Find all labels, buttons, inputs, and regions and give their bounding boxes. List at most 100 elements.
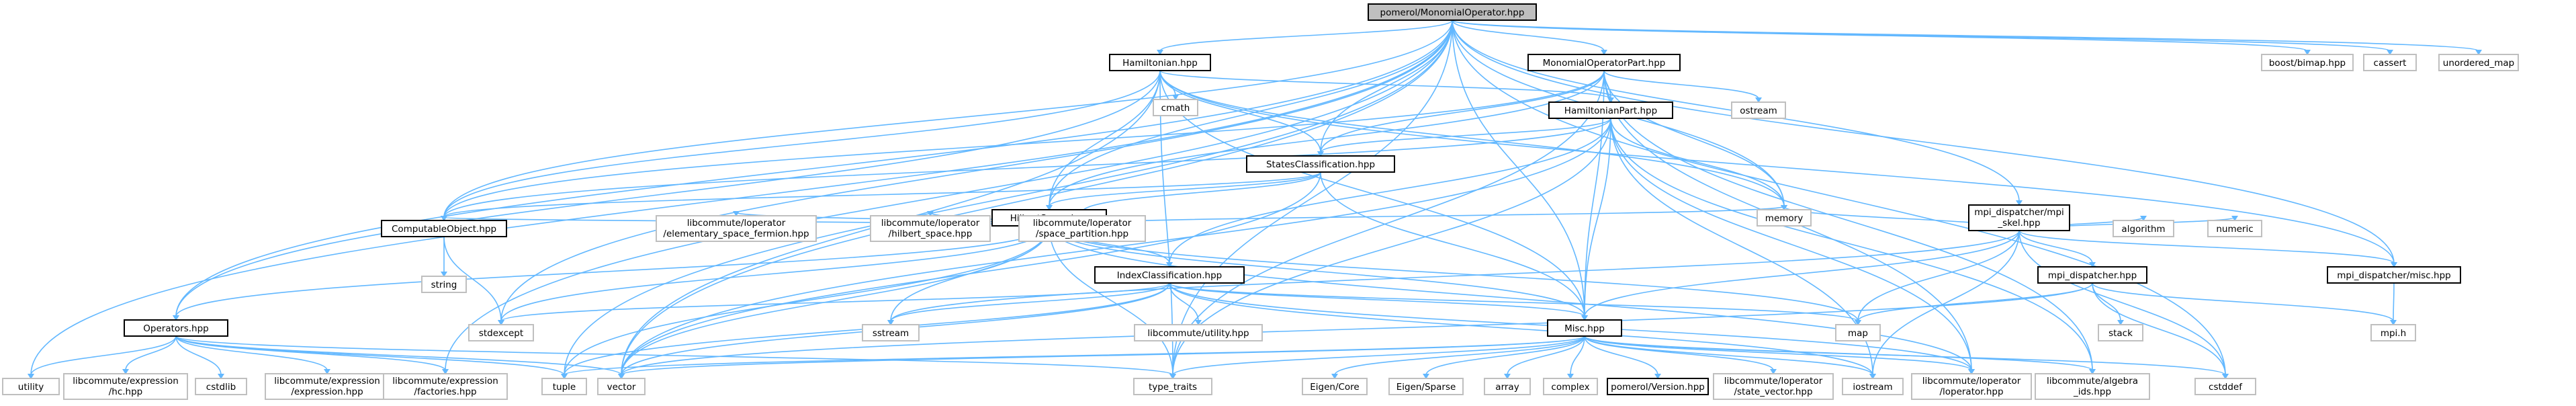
edge-root-to-cstddef: [1452, 19, 2226, 376]
edge-states-to-lc_spart: [1081, 171, 1321, 213]
node-label-eigensparse-line0: Eigen/Sparse: [1396, 382, 1456, 393]
node-mpiskel[interactable]: mpi_dispatcher/mpi_skel.hpp: [1968, 204, 2070, 231]
node-ham[interactable]: Hamiltonian.hpp: [1109, 54, 1211, 71]
node-box-stdexcept: [468, 324, 534, 341]
edge-compobj-to-stdexcept: [443, 236, 502, 322]
arrowhead-root-to-cassert: [2387, 50, 2393, 55]
node-label-ostream-line0: ostream: [1740, 106, 1777, 116]
node-operators[interactable]: Operators.hpp: [124, 319, 228, 337]
node-label-mpiskel-line1: _skel.hpp: [1997, 218, 2040, 229]
edge-misc-to-vector: [621, 335, 1585, 376]
dependency-nodes: pomerol/MonomialOperator.hppHamiltonian.…: [2, 3, 2519, 400]
node-array: array: [1484, 378, 1531, 395]
arrowhead-operators-to-lc_expr: [324, 369, 330, 374]
arrowhead-idxcls-to-sstream: [887, 320, 894, 325]
edge-hilbert-to-stdexcept: [500, 225, 1050, 322]
node-label-version-line0: pomerol/Version.hpp: [1611, 382, 1705, 393]
node-eigensparse: Eigen/Sparse: [1388, 378, 1464, 395]
node-box-cstddef: [2194, 378, 2256, 395]
arrowhead-mpiskel-to-mpidisp: [2089, 262, 2096, 268]
node-label-stack-line0: stack: [2108, 328, 2133, 339]
node-label-lc_lop-line0: libcommute/loperator: [1922, 376, 2021, 387]
node-label-lc_sv-line0: libcommute/loperator: [1724, 376, 1823, 387]
arrowhead-misc-to-lc_lop: [1968, 369, 1975, 374]
node-cstdlib: cstdlib: [195, 378, 247, 395]
node-label-idxcls-line0: IndexClassification.hpp: [1117, 270, 1222, 281]
node-box-lc_sv: [1713, 373, 1834, 400]
edge-hilbert-to-memory: [1049, 206, 1785, 227]
node-label-tuple-line0: tuple: [553, 382, 576, 393]
node-vector: vector: [597, 378, 646, 395]
arrowhead-states-to-hilbert: [1046, 205, 1053, 210]
edge-mpiskel-to-map: [1857, 230, 2020, 322]
node-box-stack: [2098, 324, 2143, 341]
node-box-unordered_map: [2438, 54, 2519, 71]
node-mpidisp[interactable]: mpi_dispatcher.hpp: [2037, 266, 2147, 284]
node-label-lc_expr-line1: /expression.hpp: [291, 387, 363, 397]
edge-mpiskel-to-sstream: [890, 230, 2020, 322]
node-label-mpih-line0: mpi.h: [2381, 328, 2406, 339]
edge-mpidisp-to-map: [1857, 282, 2093, 322]
node-label-lc_fact-line1: /factories.hpp: [414, 387, 476, 397]
arrowhead-operators-to-lc_fact: [442, 369, 449, 374]
node-box-map: [1835, 324, 1881, 341]
node-version[interactable]: pomerol/Version.hpp: [1607, 378, 1709, 395]
edge-hampart-to-memory: [1610, 118, 1785, 207]
edge-hilbert-to-map: [1049, 225, 1859, 322]
edge-mpiskel-to-misc: [1584, 230, 2020, 317]
node-label-lc_alg-line1: _ids.hpp: [2073, 387, 2111, 397]
edge-root-to-utility: [30, 19, 1453, 376]
node-idxcls[interactable]: IndexClassification.hpp: [1094, 266, 1245, 284]
node-box-string: [421, 276, 467, 293]
node-states[interactable]: StatesClassification.hpp: [1246, 155, 1395, 173]
node-mpimisc[interactable]: mpi_dispatcher/misc.hpp: [2327, 266, 2461, 284]
arrowhead-root-to-mop: [1601, 50, 1607, 55]
node-box-lc_expr: [265, 373, 390, 400]
node-label-array-line0: array: [1495, 382, 1519, 393]
node-hampart[interactable]: HamiltonianPart.hpp: [1548, 102, 1673, 119]
edge-operators-to-utility: [30, 335, 177, 376]
arrowhead-root-to-ham: [1157, 50, 1163, 55]
node-lc_sv: libcommute/loperator/state_vector.hpp: [1713, 373, 1834, 400]
node-label-unordered_map-line0: unordered_map: [2443, 58, 2514, 69]
edge-states-to-compobj: [443, 171, 1321, 218]
node-utility: utility: [2, 378, 60, 395]
edge-hilbert-to-operators: [175, 225, 1050, 317]
node-stdexcept: stdexcept: [468, 324, 534, 341]
node-tuple: tuple: [541, 378, 587, 395]
node-misc[interactable]: Misc.hpp: [1547, 319, 1622, 337]
arrowhead-mpiskel-to-algorithm: [2140, 216, 2147, 221]
node-label-lc_alg-line0: libcommute/algebra: [2047, 376, 2138, 387]
edge-root-to-vector: [621, 19, 1453, 376]
node-label-operators-line0: Operators.hpp: [143, 323, 208, 334]
node-label-lc_spart-line1: /space_partition.hpp: [1036, 229, 1128, 239]
edge-mpiskel-to-cstddef: [2018, 230, 2226, 376]
node-label-string-line0: string: [431, 280, 457, 290]
edge-operators-to-type_traits: [175, 335, 1173, 376]
node-box-lc_util: [1134, 324, 1263, 341]
node-ostream: ostream: [1731, 102, 1786, 119]
node-box-lc_elem: [656, 215, 817, 242]
node-box-memory: [1757, 209, 1812, 227]
node-box-misc: [1547, 319, 1622, 337]
edge-mpidisp-to-mpih: [2092, 282, 2394, 322]
arrowhead-misc-to-iostream: [1869, 374, 1876, 379]
edge-root-to-type_traits: [1172, 19, 1453, 376]
edge-root-to-lc_fact: [445, 19, 1453, 371]
node-label-lc_hilb-line0: libcommute/loperator: [881, 218, 980, 229]
node-label-states-line0: StatesClassification.hpp: [1266, 159, 1375, 170]
node-mop[interactable]: MonomialOperatorPart.hpp: [1527, 54, 1681, 71]
node-label-mop-line0: MonomialOperatorPart.hpp: [1543, 58, 1666, 69]
arrowhead-mop-to-ostream: [1755, 97, 1762, 103]
arrowhead-operators-to-utility: [28, 374, 34, 379]
arrowhead-mpiskel-to-memory: [1781, 205, 1787, 210]
node-root[interactable]: pomerol/MonomialOperator.hpp: [1368, 3, 1537, 21]
node-label-cmath-line0: cmath: [1161, 103, 1190, 114]
node-box-ostream: [1731, 102, 1786, 119]
node-box-iostream: [1842, 378, 1904, 395]
arrowhead-mpidisp-to-map: [1855, 320, 1861, 325]
node-compobj[interactable]: ComputableObject.hpp: [381, 220, 507, 237]
edge-root-to-misc: [1452, 19, 1585, 317]
arrowhead-idxcls-to-misc: [1581, 315, 1588, 321]
edge-hilbert-to-vector: [621, 225, 1050, 376]
